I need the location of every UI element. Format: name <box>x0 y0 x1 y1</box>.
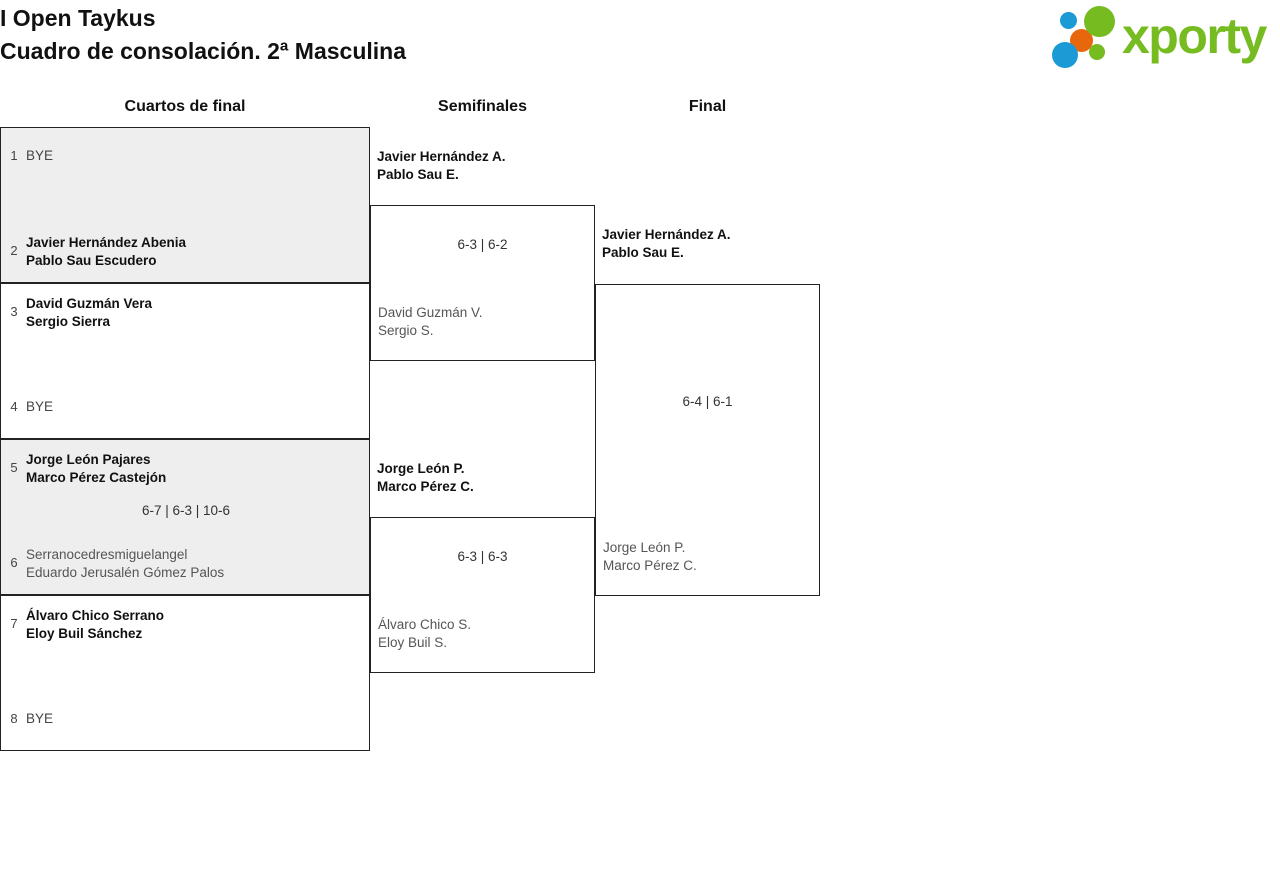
player-name: Álvaro Chico Serrano <box>26 608 165 623</box>
match-score: 6-7 | 6-3 | 10-6 <box>141 503 231 518</box>
seed-number: 5 <box>10 460 18 475</box>
player-name: Eduardo Jerusalén Gómez Palos <box>26 565 225 580</box>
match-score: 6-3 | 6-2 <box>457 237 508 252</box>
bracket-subtitle: Cuadro de consolación. 2ª Masculina <box>0 38 406 64</box>
column-header-final: Final <box>688 98 727 115</box>
logo-dot-green-large-icon <box>1084 6 1115 37</box>
logo-dot-green-small-icon <box>1089 44 1105 60</box>
team-names: BYE <box>26 147 366 165</box>
player-name: Pablo Sau E. <box>377 167 459 182</box>
tournament-title: I Open Taykus <box>0 5 156 31</box>
team-names: Álvaro Chico Serrano Eloy Buil Sánchez <box>26 607 366 643</box>
player-name: Serranocedresmiguelangel <box>26 547 188 562</box>
semifinal-2-winner-names: Jorge León P. Marco Pérez C. <box>377 460 592 496</box>
seed-number: 2 <box>10 243 18 258</box>
player-name: Eloy Buil Sánchez <box>26 626 143 641</box>
match-slot-top[interactable]: 3 David Guzmán Vera Sergio Sierra <box>1 294 371 334</box>
seed-number: 6 <box>10 555 18 570</box>
team-names: David Guzmán Vera Sergio Sierra <box>26 295 366 331</box>
page-header: I Open Taykus Cuadro de consolación. 2ª … <box>0 0 1280 88</box>
player-name: Javier Hernández Abenia <box>26 235 187 250</box>
column-header-quarterfinals: Cuartos de final <box>124 98 246 115</box>
xporty-logo[interactable]: xporty <box>1048 4 1276 68</box>
match-slot-top[interactable]: 1 BYE <box>1 138 371 178</box>
match-slot-bottom[interactable]: 2 Javier Hernández Abenia Pablo Sau Escu… <box>1 233 371 273</box>
final-match[interactable]: 6-4 | 6-1 Jorge León P. Marco Pérez C. <box>595 284 820 596</box>
logo-dot-blue-small-icon <box>1060 12 1077 29</box>
player-name: Javier Hernández A. <box>602 227 731 242</box>
player-name: BYE <box>26 148 54 163</box>
final-loser-names: Jorge León P. Marco Pérez C. <box>603 539 813 575</box>
final-winner-names: Javier Hernández A. Pablo Sau E. <box>602 226 817 262</box>
quarterfinal-match-2[interactable]: 3 David Guzmán Vera Sergio Sierra 4 BYE <box>0 283 370 439</box>
team-names: BYE <box>26 398 366 416</box>
player-name: Jorge León Pajares <box>26 452 151 467</box>
match-slot-bottom[interactable]: 4 BYE <box>1 389 371 429</box>
logo-dot-orange-icon <box>1070 29 1093 52</box>
semifinal-match-1[interactable]: 6-3 | 6-2 David Guzmán V. Sergio S. <box>370 205 595 361</box>
player-name: BYE <box>26 711 54 726</box>
seed-number: 7 <box>10 616 18 631</box>
player-name: David Guzmán Vera <box>26 296 153 311</box>
semifinal-1-loser-names: David Guzmán V. Sergio S. <box>378 304 588 340</box>
semifinal-1-winner-names: Javier Hernández A. Pablo Sau E. <box>377 148 592 184</box>
quarterfinal-match-1[interactable]: 1 BYE 2 Javier Hernández Abenia Pablo Sa… <box>0 127 370 283</box>
player-name: Marco Pérez Castejón <box>26 470 167 485</box>
semifinal-2-loser-names: Álvaro Chico S. Eloy Buil S. <box>378 616 588 652</box>
semifinal-match-2[interactable]: 6-3 | 6-3 Álvaro Chico S. Eloy Buil S. <box>370 517 595 673</box>
seed-number: 1 <box>10 148 18 163</box>
player-name: Jorge León P. <box>603 540 686 555</box>
seed-number: 4 <box>10 399 18 414</box>
logo-dots-icon <box>1048 4 1124 68</box>
player-name: Eloy Buil S. <box>378 635 448 650</box>
player-name: Pablo Sau E. <box>602 245 684 260</box>
seed-number: 8 <box>10 711 18 726</box>
player-name: David Guzmán V. <box>378 305 483 320</box>
logo-wordmark: xporty <box>1122 8 1267 64</box>
player-name: Sergio Sierra <box>26 314 111 329</box>
match-slot-top[interactable]: 7 Álvaro Chico Serrano Eloy Buil Sánchez <box>1 606 371 646</box>
page-title: I Open Taykus Cuadro de consolación. 2ª … <box>0 2 406 68</box>
player-name: Álvaro Chico S. <box>378 617 472 632</box>
team-names: BYE <box>26 710 366 728</box>
match-slot-bottom[interactable]: 8 BYE <box>1 701 371 741</box>
quarterfinal-match-4[interactable]: 7 Álvaro Chico Serrano Eloy Buil Sánchez… <box>0 595 370 751</box>
quarterfinal-match-3[interactable]: 5 Jorge León Pajares Marco Pérez Castejó… <box>0 439 370 595</box>
column-header-semifinals: Semifinales <box>438 98 527 115</box>
player-name: Javier Hernández A. <box>377 149 506 164</box>
logo-dot-blue-large-icon <box>1052 42 1078 68</box>
match-slot-bottom[interactable]: 6 Serranocedresmiguelangel Eduardo Jerus… <box>1 545 371 585</box>
player-name: Marco Pérez C. <box>377 479 474 494</box>
player-name: Marco Pérez C. <box>603 558 697 573</box>
team-names: Javier Hernández Abenia Pablo Sau Escude… <box>26 234 366 270</box>
seed-number: 3 <box>10 304 18 319</box>
player-name: Sergio S. <box>378 323 434 338</box>
team-names: Jorge León Pajares Marco Pérez Castejón <box>26 451 366 487</box>
team-names: Serranocedresmiguelangel Eduardo Jerusal… <box>26 546 366 582</box>
match-score: 6-3 | 6-3 <box>457 549 508 564</box>
match-slot-top[interactable]: 5 Jorge León Pajares Marco Pérez Castejó… <box>1 450 371 490</box>
player-name: BYE <box>26 399 54 414</box>
match-score: 6-4 | 6-1 <box>682 394 733 409</box>
player-name: Pablo Sau Escudero <box>26 253 157 268</box>
player-name: Jorge León P. <box>377 461 465 476</box>
